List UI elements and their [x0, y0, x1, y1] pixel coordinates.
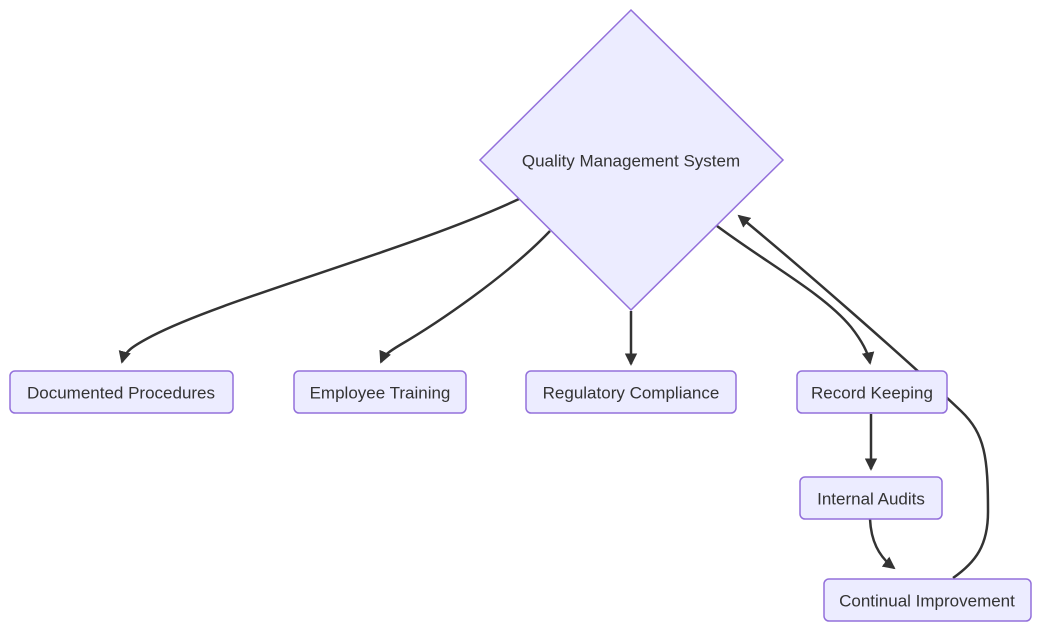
record-keeping-label: Record Keeping — [811, 384, 933, 403]
qms-diamond-shape — [478, 8, 785, 312]
edge-internal-audits-to-continual-improvement — [868, 518, 896, 570]
edge-qms-to-record-keeping — [716, 224, 875, 365]
node-internal-audits: Internal Audits — [799, 476, 943, 520]
node-regulatory-compliance: Regulatory Compliance — [525, 370, 737, 414]
regulatory-compliance-shape — [525, 370, 737, 414]
node-record-keeping: Record Keeping — [796, 370, 948, 414]
employee-training-label: Employee Training — [310, 384, 451, 403]
edges-layer — [118, 197, 990, 580]
node-continual-improvement: Continual Improvement — [823, 578, 1032, 622]
qms-label: Quality Management System — [522, 152, 740, 171]
record-keeping-shape — [796, 370, 948, 414]
documented-procedures-label: Documented Procedures — [27, 384, 215, 403]
continual-improvement-label: Continual Improvement — [839, 592, 1015, 611]
edge-qms-to-documented-procedures — [118, 197, 520, 364]
node-documented-procedures: Documented Procedures — [9, 370, 234, 414]
internal-audits-label: Internal Audits — [817, 490, 925, 509]
internal-audits-shape — [799, 476, 943, 520]
continual-improvement-shape — [823, 578, 1032, 622]
node-qms: Quality Management System — [478, 8, 785, 312]
edge-continual-improvement-to-qms — [737, 214, 990, 580]
employee-training-shape — [293, 370, 467, 414]
documented-procedures-shape — [9, 370, 234, 414]
regulatory-compliance-label: Regulatory Compliance — [543, 384, 720, 403]
node-employee-training: Employee Training — [293, 370, 467, 414]
edge-qms-to-employee-training — [379, 230, 551, 364]
